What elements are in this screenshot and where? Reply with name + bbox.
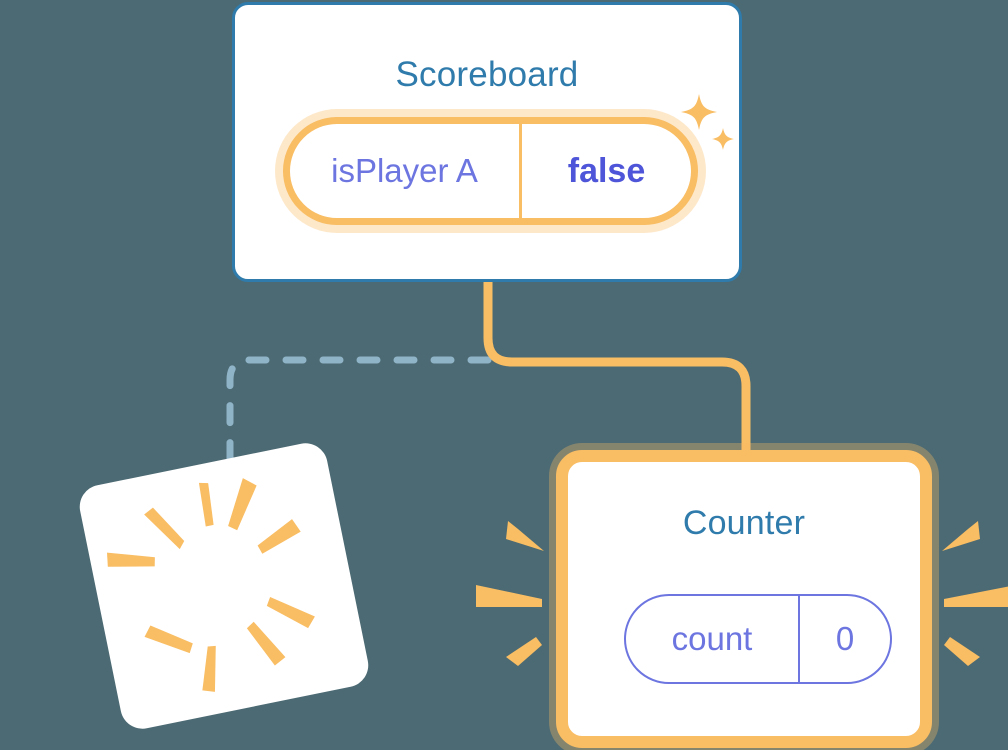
burst-ray-icon: [246, 621, 286, 666]
burst-ray-icon: [257, 519, 301, 554]
scoreboard-card-title: Scoreboard: [395, 55, 579, 94]
burst-ray-icon: [942, 521, 980, 551]
counter-property-value: 0: [835, 620, 855, 657]
burst-ray-icon: [144, 507, 185, 550]
burst-ray-icon: [202, 645, 216, 692]
counter-left-ray-group: [476, 521, 544, 666]
burst-ray-icon: [228, 478, 257, 531]
burst-ray-icon: [944, 637, 980, 666]
burst-ray-icon: [144, 625, 193, 654]
scoreboard-property-pill[interactable]: isPlayer A false: [283, 117, 698, 225]
burst-ray-icon: [476, 585, 542, 607]
counter-card-title: Counter: [682, 504, 806, 542]
burst-ray-icon: [506, 637, 542, 666]
burst-ray-icon: [266, 597, 315, 629]
burst-ray-icon: [506, 521, 544, 551]
scoreboard-property-key: isPlayer A: [290, 124, 522, 218]
burst-ray-icon: [944, 586, 1008, 607]
burst-ray-icon: [107, 552, 155, 567]
counter-property-key: count: [626, 596, 800, 682]
counter-card[interactable]: Counter count 0: [556, 450, 932, 748]
sparkle-group: [681, 94, 734, 150]
scoreboard-card[interactable]: Scoreboard isPlayer A false: [232, 2, 742, 282]
counter-right-ray-group: [942, 521, 1008, 666]
sparkle-star-small-icon: [712, 128, 734, 150]
blank-burst-card[interactable]: [75, 439, 373, 733]
burst-ray-icon: [198, 482, 214, 527]
scoreboard-property-value: false: [567, 151, 646, 190]
solid-connector-to-counter-card: [483, 282, 751, 470]
sparkle-star-large-icon: [681, 94, 717, 130]
counter-property-pill[interactable]: count 0: [624, 594, 892, 684]
burst-ray-group: [107, 478, 315, 692]
